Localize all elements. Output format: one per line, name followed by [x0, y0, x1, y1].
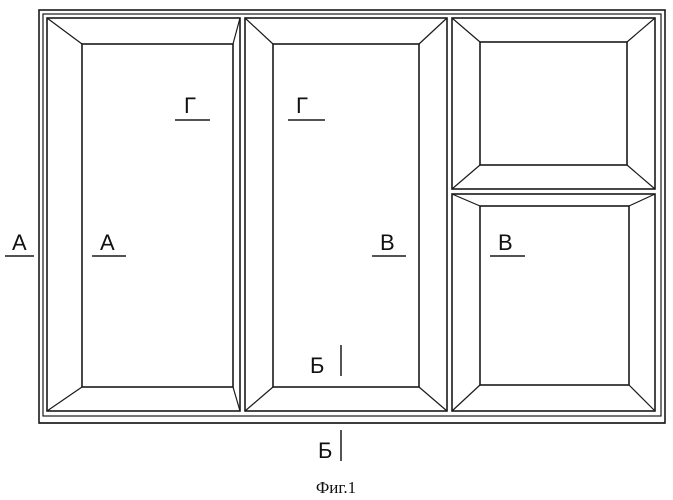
section-label-b-inner-text: Б [310, 353, 324, 378]
section-label-a-inner: А [92, 230, 126, 256]
section-label-v-middle-text: В [380, 230, 395, 255]
section-label-a-outer: А [5, 230, 34, 256]
section-label-g-middle: Г [288, 93, 325, 120]
section-label-g-left-text: Г [184, 93, 196, 118]
section-label-b-inner: Б [310, 345, 341, 378]
right-bottom-sash [452, 194, 655, 411]
left-sash [47, 18, 240, 411]
section-label-v-right-text: В [498, 230, 513, 255]
section-label-b-outer: Б [318, 430, 341, 463]
section-label-a-outer-text: А [12, 230, 27, 255]
middle-sash [245, 18, 447, 411]
section-label-a-inner-text: А [100, 230, 115, 255]
figure-caption: Фиг.1 [316, 478, 356, 497]
section-label-b-outer-text: Б [318, 438, 332, 463]
section-label-v-right: В [490, 230, 525, 256]
section-label-g-middle-text: Г [296, 93, 308, 118]
right-top-sash [452, 18, 655, 189]
outer-frame [39, 10, 665, 423]
section-label-g-left: Г [175, 93, 210, 120]
section-label-v-middle: В [372, 230, 406, 256]
